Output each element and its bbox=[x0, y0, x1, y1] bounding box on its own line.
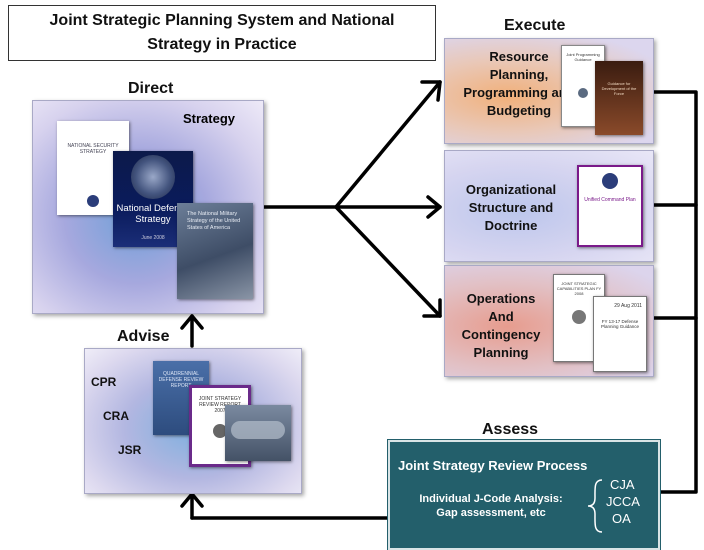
seal-icon bbox=[87, 195, 99, 207]
nss-doc-title: NATIONAL SECURITY STRATEGY bbox=[67, 143, 119, 155]
resource-label-line-2: Planning, bbox=[489, 67, 549, 82]
ucp-document: Unified Command Plan bbox=[577, 165, 643, 247]
qdr-doc-title: QUADRENNIAL DEFENSE REVIEW REPORT bbox=[158, 371, 204, 389]
seal-icon bbox=[602, 173, 618, 189]
ops-label-line-3: Contingency bbox=[461, 327, 541, 342]
seal-icon bbox=[578, 88, 588, 98]
nds-title-1: National Defense bbox=[116, 203, 190, 214]
nds-date: June 2008 bbox=[141, 235, 165, 241]
title-line-1: Joint Strategic Planning System and Nati… bbox=[49, 12, 395, 29]
ops-label-line-4: Planning bbox=[473, 345, 529, 360]
org-label-line-1: Organizational bbox=[465, 182, 557, 197]
assess-item-oa: OA bbox=[612, 511, 631, 526]
org-label-line-2: Structure and bbox=[468, 200, 554, 215]
resource-label-line-3: Programming and bbox=[463, 85, 575, 100]
assess-analysis-line-1: Individual J-Code Analysis: bbox=[419, 493, 563, 505]
curly-brace-icon bbox=[587, 479, 603, 533]
nms-doc-title: The National Military Strategy of the Un… bbox=[187, 211, 241, 231]
assess-process-title: Joint Strategy Review Process bbox=[398, 458, 588, 473]
nms-document: The National Military Strategy of the Un… bbox=[177, 203, 253, 299]
advise-panel: CPR CRA JSR QUADRENNIAL DEFENSE REVIEW R… bbox=[84, 348, 302, 494]
arrowhead-advise bbox=[180, 492, 204, 508]
advise-item-cpr: CPR bbox=[91, 375, 117, 389]
gdf-doc-title: Guidance for Development of the Force bbox=[601, 81, 637, 96]
jpg-doc-title: Joint Programming Guidance bbox=[566, 52, 600, 62]
feedback-line bbox=[650, 90, 698, 494]
world-map-document bbox=[225, 405, 291, 461]
title-line-2: Strategy in Practice bbox=[147, 36, 297, 53]
arrowhead-resource bbox=[420, 80, 442, 102]
arrow-to-resource bbox=[334, 80, 442, 209]
jscp-doc-title: JOINT STRATEGIC CAPABILITIES PLAN FY 200… bbox=[556, 281, 602, 296]
assess-item-cja: CJA bbox=[610, 477, 635, 492]
seal-icon bbox=[213, 424, 227, 438]
seal-icon bbox=[572, 310, 586, 324]
arrowhead-direct bbox=[180, 314, 204, 330]
resource-label-line-1: Resource bbox=[489, 49, 549, 64]
dpg-doc-date: 29 Aug 2011 bbox=[614, 303, 642, 309]
assess-item-jcca: JCCA bbox=[606, 494, 640, 509]
execute-panel-operations: Operations And Contingency Planning JOIN… bbox=[444, 265, 654, 377]
ops-label-line-1: Operations bbox=[466, 291, 536, 306]
ucp-doc-title: Unified Command Plan bbox=[584, 197, 636, 203]
resource-label-line-4: Budgeting bbox=[486, 103, 552, 118]
world-map-icon bbox=[231, 421, 285, 439]
ops-label-line-2: And bbox=[488, 309, 514, 324]
arrow-to-ops bbox=[334, 205, 442, 318]
advise-label: Advise bbox=[117, 328, 170, 345]
dpg-document: 29 Aug 2011 FY 13-17 Defense Planning Gu… bbox=[593, 296, 647, 372]
diagram-title: Joint Strategic Planning System and Nati… bbox=[8, 5, 436, 61]
execute-panel-organizational: Organizational Structure and Doctrine Un… bbox=[444, 150, 654, 262]
execute-panel-resource: Resource Planning, Programming and Budge… bbox=[444, 38, 654, 144]
assess-box: Joint Strategy Review Process Individual… bbox=[388, 440, 660, 550]
jsr-doc-title: JOINT STRATEGY REVIEW REPORT bbox=[198, 396, 242, 408]
direct-panel: Strategy NATIONAL SECURITY STRATEGY Nati… bbox=[32, 100, 264, 314]
advise-item-jsr: JSR bbox=[118, 443, 142, 457]
advise-item-cra: CRA bbox=[103, 409, 129, 423]
pentagon-seal-icon bbox=[131, 155, 175, 199]
strategy-label: Strategy bbox=[183, 111, 236, 126]
jsr-doc-year: 2007 bbox=[214, 408, 226, 414]
assess-analysis-line-2: Gap assessment, etc bbox=[436, 507, 546, 519]
arrowhead-org bbox=[426, 195, 442, 219]
dpg-doc-title: FY 13-17 Defense Planning Guidance bbox=[600, 319, 640, 329]
gdf-document: Guidance for Development of the Force bbox=[595, 61, 643, 135]
arrowhead-ops bbox=[422, 298, 442, 318]
execute-label: Execute bbox=[504, 17, 566, 34]
org-label-line-3: Doctrine bbox=[484, 218, 538, 233]
nds-title-2: Strategy bbox=[135, 214, 171, 225]
assess-label: Assess bbox=[482, 421, 539, 438]
direct-label: Direct bbox=[128, 80, 174, 97]
